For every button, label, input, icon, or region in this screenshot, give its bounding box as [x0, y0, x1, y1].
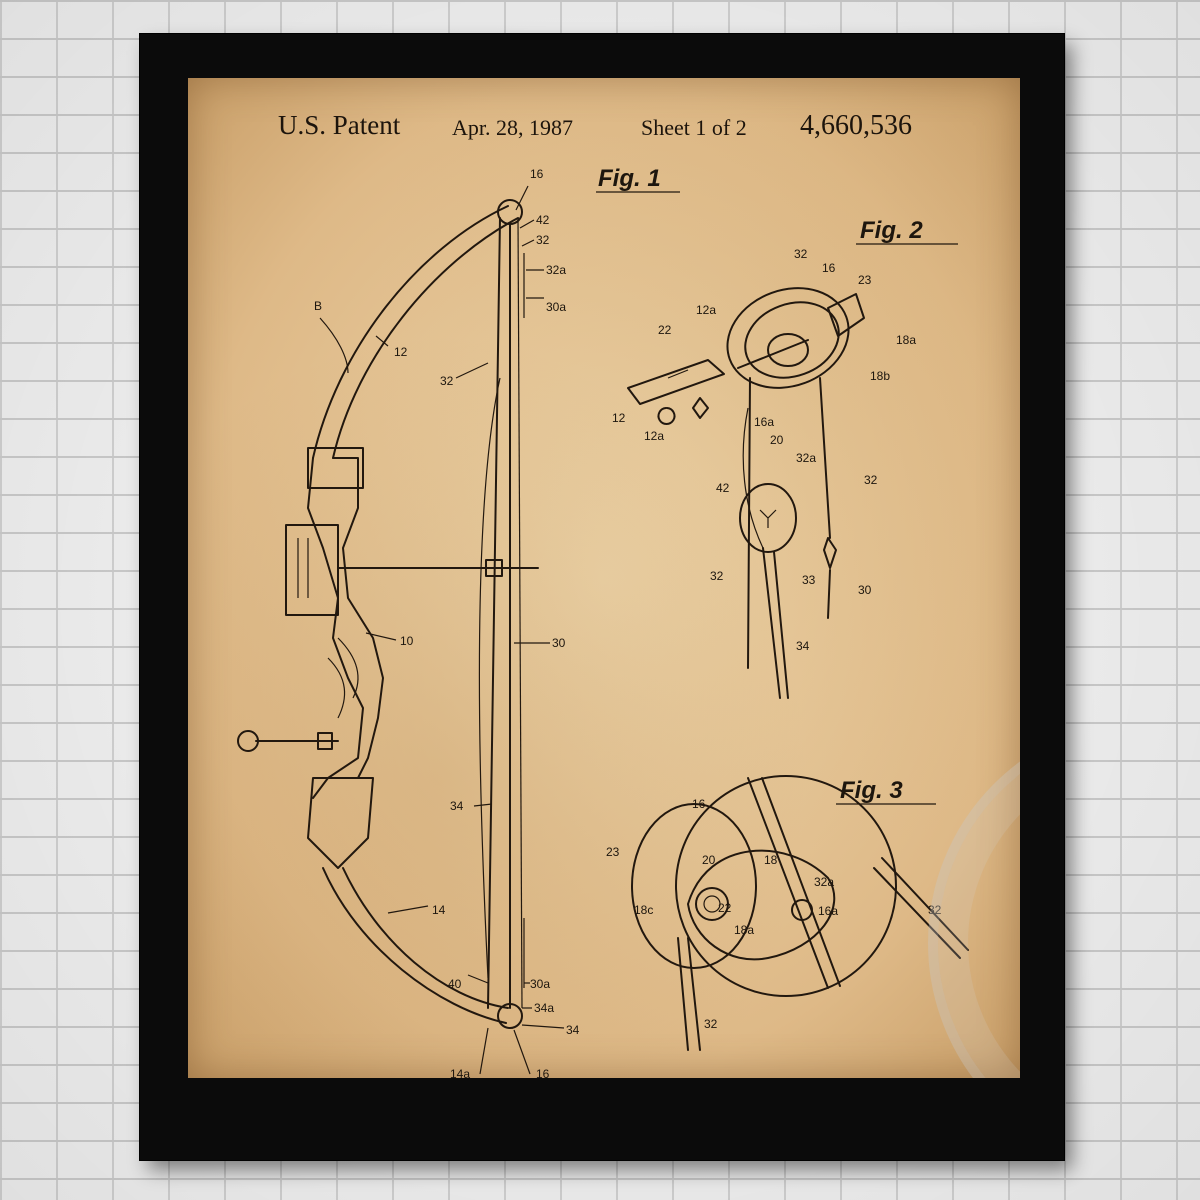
fig2-ref: 32 — [864, 473, 878, 487]
fig2-label: Fig. 2 — [860, 217, 923, 244]
fig1-ref: 12 — [394, 345, 408, 359]
patent-print: U.S. Patent Apr. 28, 1987 Sheet 1 of 2 4… — [188, 78, 1020, 1078]
fig3-wheel-drawing — [631, 775, 969, 1051]
fig1-ref: 34 — [450, 799, 464, 813]
fig1-ref: 32 — [440, 374, 454, 388]
fig1-ref: 34 — [566, 1023, 580, 1037]
fig3-ref: 32 — [704, 1017, 718, 1031]
fig2-ref: 34 — [796, 639, 810, 653]
fig2-ref: 32 — [794, 247, 808, 261]
fig3-ref: 16 — [692, 797, 706, 811]
patent-drawing: Fig. 1 16 42 32 32a 30a B 12 32 10 30 34… — [237, 165, 969, 1078]
fig2-ref: 33 — [802, 573, 816, 587]
fig1-ref: 34a — [534, 1001, 554, 1015]
patent-date: Apr. 28, 1987 — [452, 115, 573, 140]
fig3-ref: 18 — [764, 853, 778, 867]
fig2-ref: 20 — [770, 433, 784, 447]
fig3-ref: 32 — [928, 903, 942, 917]
fig1-ref: 32 — [536, 233, 550, 247]
fig2-ref: 22 — [658, 323, 672, 337]
fig3-ref: 20 — [702, 853, 716, 867]
fig3-ref: 18c — [634, 903, 653, 917]
fig1-ref: 30a — [530, 977, 550, 991]
fig2-ref: 12a — [696, 303, 716, 317]
fig2-ref: 18a — [896, 333, 916, 347]
fig1-ref: 14 — [432, 903, 446, 917]
patent-label: U.S. Patent — [278, 110, 401, 140]
fig1-ref: 40 — [448, 977, 462, 991]
fig2-ref: 23 — [858, 273, 872, 287]
fig3-ref: 18a — [734, 923, 754, 937]
fig1-ref: 16 — [530, 167, 544, 181]
fig2-ref: 42 — [716, 481, 730, 495]
fig2-ref: 12 — [612, 411, 626, 425]
fig1-ref: B — [314, 299, 322, 313]
fig2-ref: 16 — [822, 261, 836, 275]
fig1-ref: 14a — [450, 1067, 470, 1078]
fig3-ref: 16a — [818, 904, 838, 918]
fig1-ref: 10 — [400, 634, 414, 648]
fig3-ref: 22 — [718, 901, 732, 915]
fig3-ref: 32a — [814, 875, 834, 889]
fig1-ref: 30a — [546, 300, 566, 314]
fig1-ref: 32a — [546, 263, 566, 277]
fig2-ref: 12a — [644, 429, 664, 443]
fig2-cam-drawing — [627, 287, 865, 699]
fig1-bow-drawing — [237, 185, 565, 1075]
fig3-label: Fig. 3 — [840, 777, 903, 804]
fig1-ref: 30 — [552, 636, 566, 650]
fig2-ref: 18b — [870, 369, 890, 383]
fig2-ref: 32a — [796, 451, 816, 465]
fig2-ref: 16a — [754, 415, 774, 429]
fig2-ref: 32 — [710, 569, 724, 583]
fig1-ref: 42 — [536, 213, 550, 227]
patent-number: 4,660,536 — [800, 110, 912, 141]
fig2-ref: 30 — [858, 583, 872, 597]
fig1-ref: 16 — [536, 1067, 550, 1078]
fig3-ref: 23 — [606, 845, 620, 859]
fig1-label: Fig. 1 — [598, 165, 661, 192]
sheet-indicator: Sheet 1 of 2 — [641, 115, 747, 140]
